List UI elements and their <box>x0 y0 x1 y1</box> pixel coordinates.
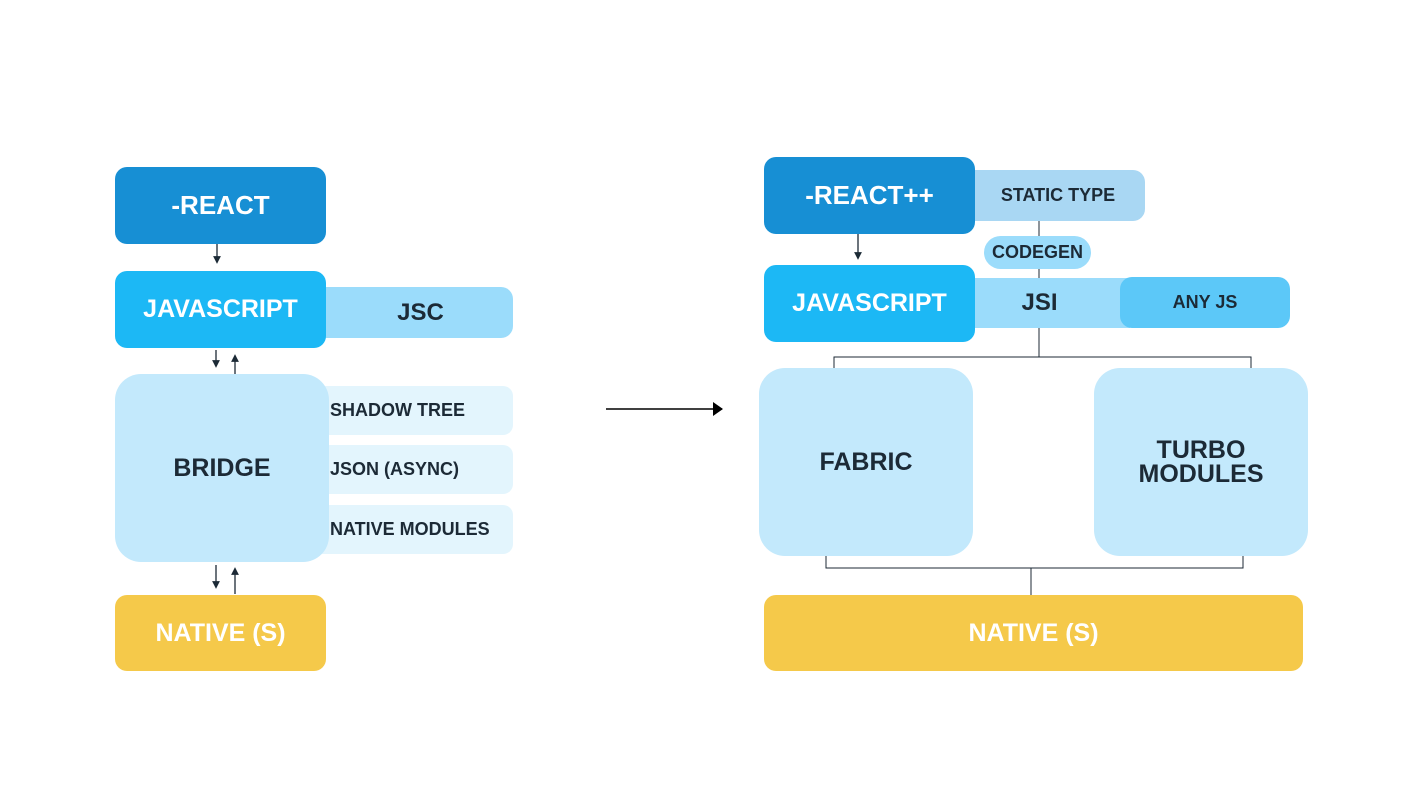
jsc-label: JSC <box>397 298 444 326</box>
any-js-box: ANY JS <box>1120 277 1290 328</box>
new-javascript-label: JAVASCRIPT <box>792 289 947 317</box>
codegen-pill: CODEGEN <box>984 236 1091 269</box>
new-native-label: NATIVE (S) <box>968 618 1099 647</box>
static-type-label: STATIC TYPE <box>1000 185 1116 205</box>
static-type-box: STATIC TYPE <box>965 170 1145 221</box>
bridge-label: BRIDGE <box>173 453 271 482</box>
shadow-tree-box: SHADOW TREE <box>318 386 513 435</box>
turbo-label-line2: MODULES <box>1138 460 1264 488</box>
reactpp-box: -REACT++ <box>764 157 975 234</box>
native-modules-box: NATIVE MODULES <box>318 505 513 554</box>
jsi-label: JSI <box>1021 289 1058 316</box>
json-async-box: JSON (ASYNC) <box>318 445 513 494</box>
turbo-label-line1: TURBO <box>1156 436 1246 464</box>
legacy-native-label: NATIVE (S) <box>155 618 286 647</box>
javascript-box: JAVASCRIPT <box>115 271 326 348</box>
new-native-box: NATIVE (S) <box>764 595 1303 671</box>
fabric-label: FABRIC <box>819 447 913 476</box>
bridge-box: BRIDGE <box>115 374 329 562</box>
line-top-branch <box>833 356 1252 368</box>
json-async-label: JSON (ASYNC) <box>330 459 460 479</box>
jsi-box: JSI <box>965 278 1130 328</box>
codegen-label: CODEGEN <box>991 242 1083 262</box>
react-label: -REACT <box>171 190 270 220</box>
turbo-modules-box: TURBO MODULES <box>1094 368 1308 556</box>
javascript-label: JAVASCRIPT <box>143 295 298 323</box>
native-modules-label: NATIVE MODULES <box>330 519 490 539</box>
fabric-box: FABRIC <box>759 368 973 556</box>
reactpp-label: -REACT++ <box>805 180 934 210</box>
legacy-native-box: NATIVE (S) <box>115 595 326 671</box>
jsc-box: JSC <box>318 287 513 338</box>
any-js-label: ANY JS <box>1172 292 1238 312</box>
react-box: -REACT <box>115 167 326 244</box>
new-javascript-box: JAVASCRIPT <box>764 265 975 342</box>
shadow-tree-label: SHADOW TREE <box>330 400 465 420</box>
line-bottom-branch <box>825 555 1244 569</box>
